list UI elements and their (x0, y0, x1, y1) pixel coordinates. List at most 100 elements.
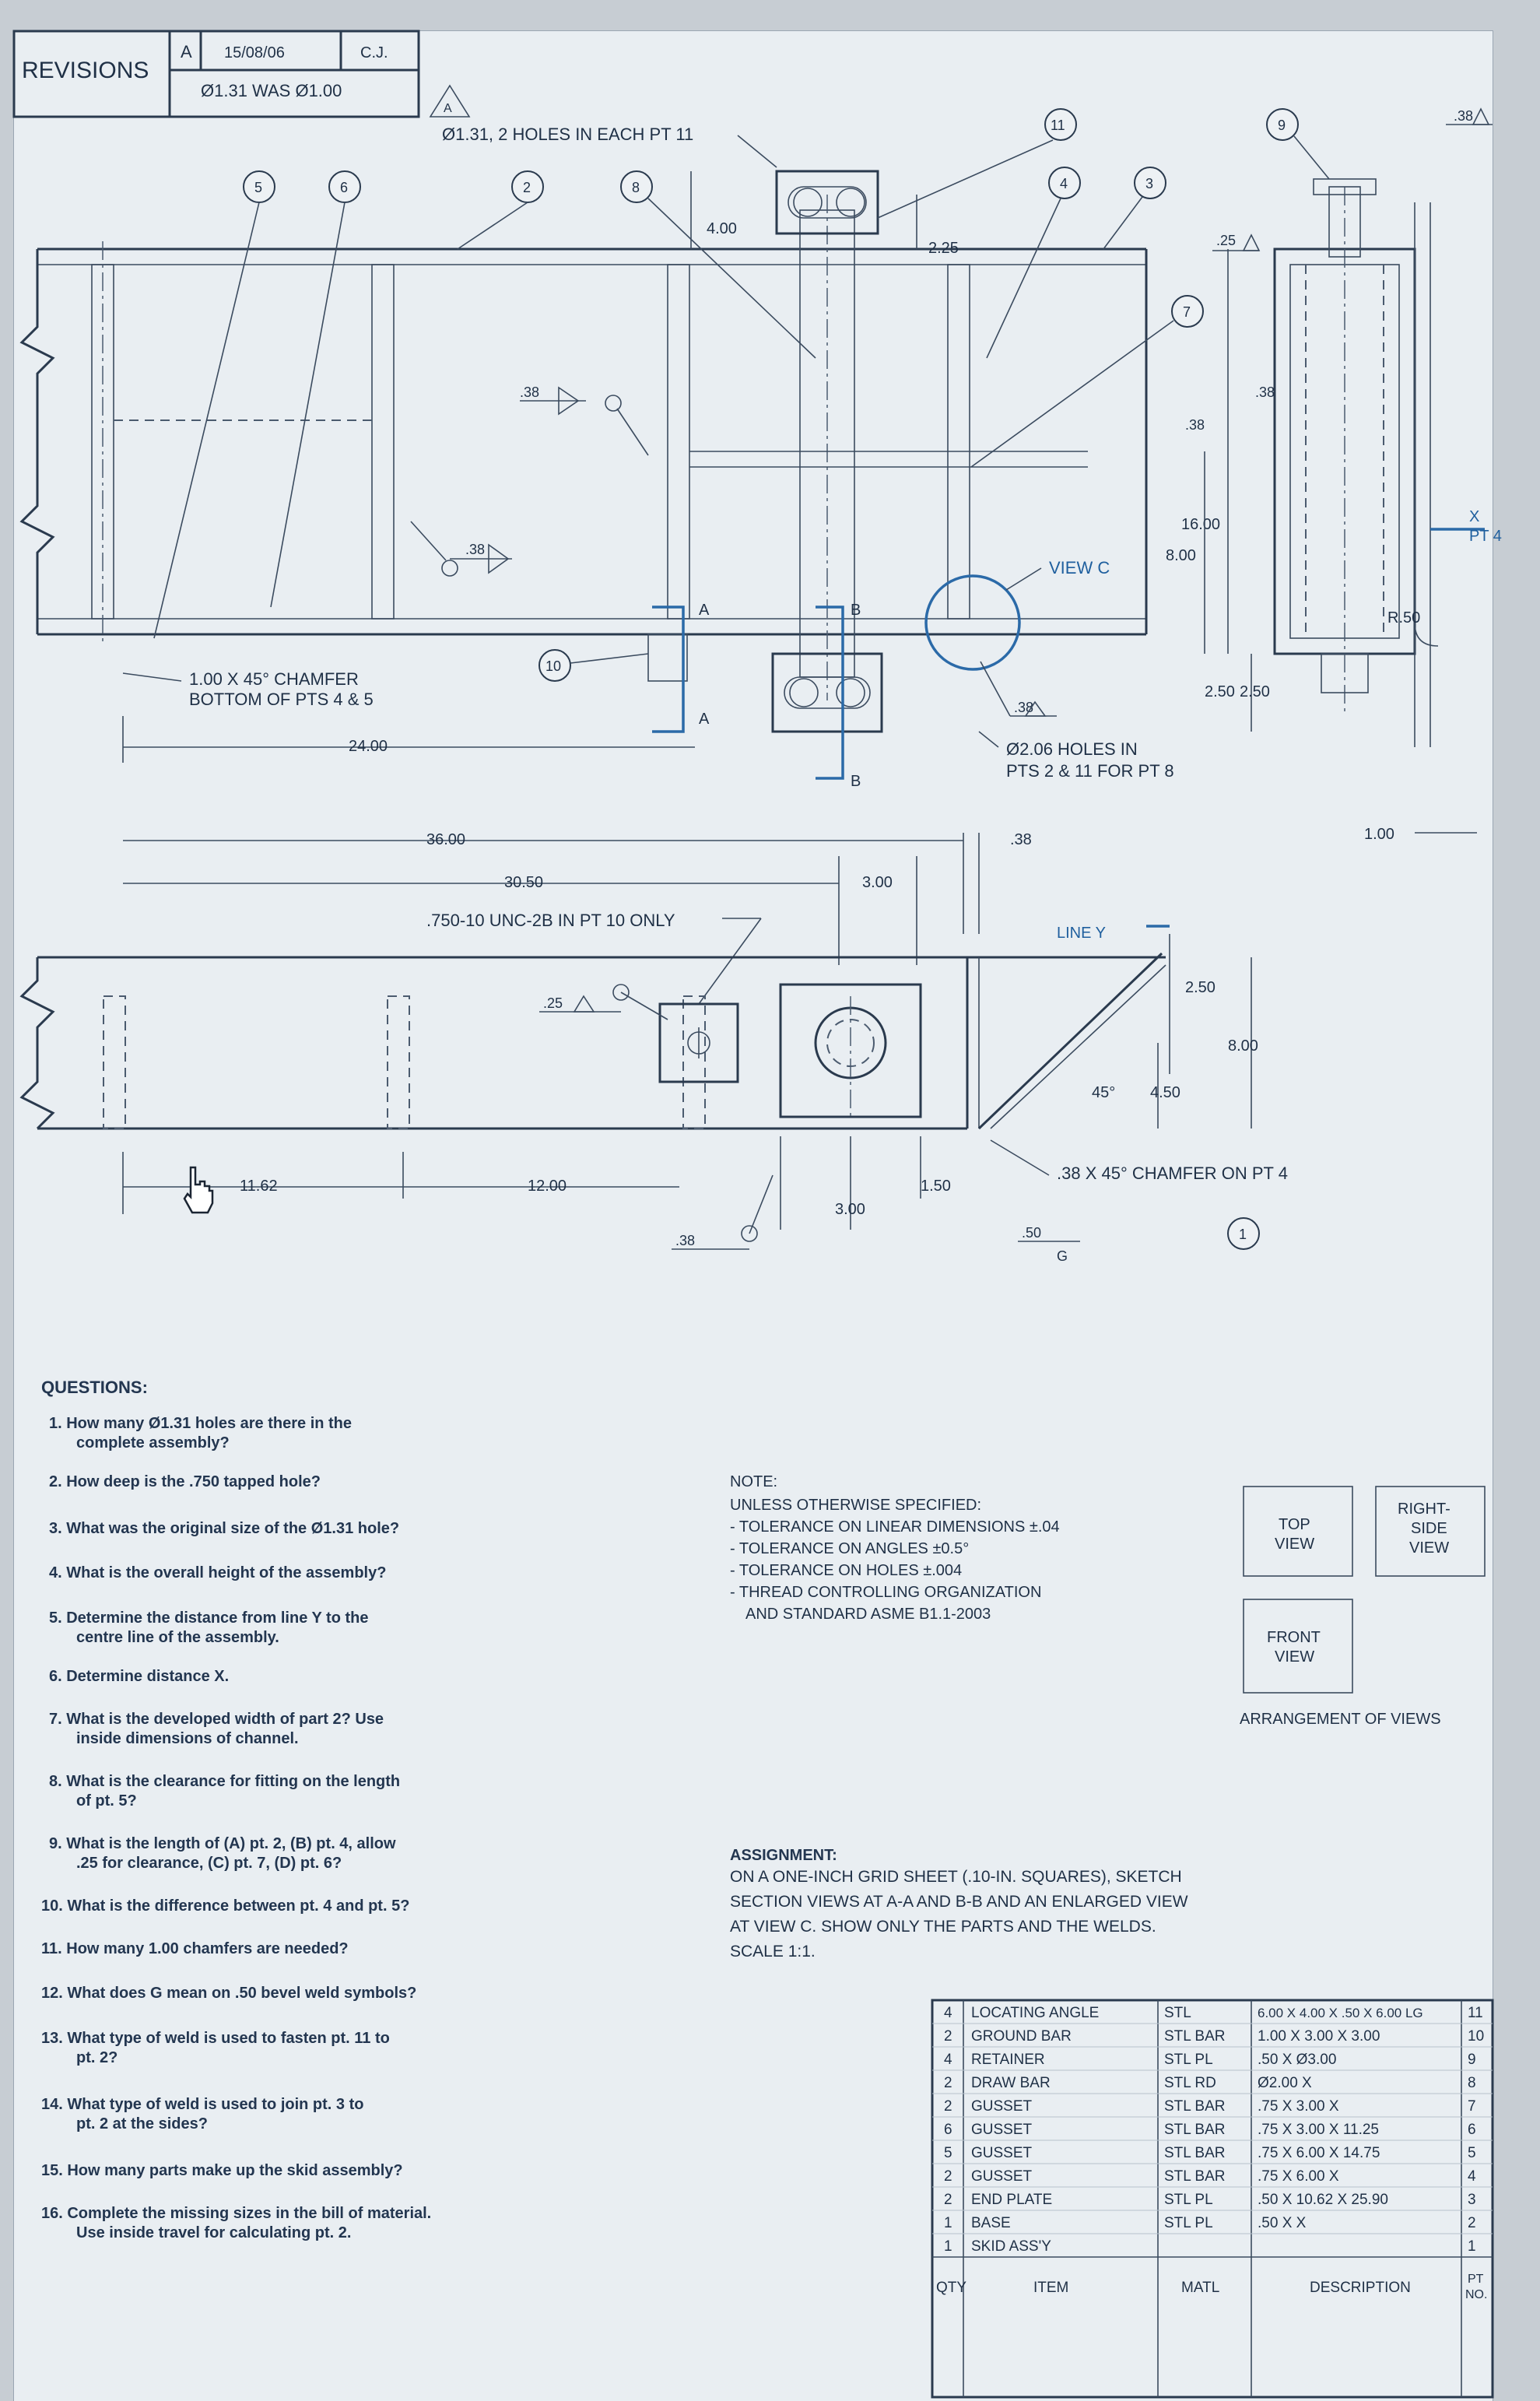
arr-top-2: VIEW (1275, 1536, 1314, 1553)
balloon-3: 3 (1103, 167, 1166, 250)
question-12: 12. What does G mean on .50 bevel weld s… (41, 1985, 416, 2002)
svg-text:.75 X 6.00 X 14.75: .75 X 6.00 X 14.75 (1258, 2145, 1380, 2161)
front-dim-8-00: 8.00 (1228, 1037, 1258, 1055)
svg-text:2: 2 (944, 2098, 952, 2115)
svg-text:16. Complete the missing sizes: 16. Complete the missing sizes in the bi… (41, 2205, 431, 2222)
assignment-block: ASSIGNMENT: ON A ONE-INCH GRID SHEET (.1… (730, 1847, 1188, 1960)
arr-front-2: VIEW (1275, 1648, 1314, 1666)
dim-4-00: 4.00 (707, 220, 737, 237)
svg-text:14. What type of weld is used: 14. What type of weld is used to join pt… (41, 2096, 363, 2113)
svg-text:10: 10 (545, 658, 561, 674)
front-weld-38: .38 (675, 1233, 695, 1248)
svg-text:DRAW BAR: DRAW BAR (971, 2075, 1051, 2091)
svg-text:5. Determine the distance from: 5. Determine the distance from line Y to… (49, 1609, 368, 1627)
question-8: 8. What is the clearance for fitting on … (49, 1773, 400, 1810)
svg-text:6: 6 (944, 2122, 952, 2138)
arrangement-caption: ARRANGEMENT OF VIEWS (1240, 1711, 1441, 1728)
svg-text:7: 7 (1468, 2098, 1476, 2115)
question-15: 15. How many parts make up the skid asse… (41, 2162, 403, 2179)
front-weld-25: .25 (543, 995, 563, 1011)
question-1: 1. How many Ø1.31 holes are there in the… (49, 1415, 352, 1451)
svg-text:1. How many Ø1.31 holes are th: 1. How many Ø1.31 holes are there in the (49, 1415, 352, 1432)
svg-text:pt. 2?: pt. 2? (76, 2049, 118, 2066)
front-dim-1-50: 1.50 (921, 1178, 951, 1195)
svg-text:GUSSET: GUSSET (971, 2122, 1033, 2138)
front-weld-g: G (1057, 1248, 1068, 1264)
holes-callout: Ø1.31, 2 HOLES IN EACH PT 11 (442, 125, 693, 144)
weld-symbols-top: .38 .38 .38 (410, 384, 1057, 717)
arr-right-1: RIGHT- (1398, 1501, 1451, 1518)
svg-text:8: 8 (632, 180, 640, 195)
svg-text:12. What does G mean on .50 be: 12. What does G mean on .50 bevel weld s… (41, 1985, 416, 2002)
revisions-title: REVISIONS (22, 58, 149, 83)
revision-date: 15/08/06 (224, 44, 285, 61)
revision-letter: A (181, 42, 192, 61)
svg-text:3: 3 (1145, 176, 1153, 191)
balloon-8: 8 (620, 170, 816, 359)
note-line-6: AND STANDARD ASME B1.1-2003 (745, 1606, 991, 1623)
svg-text:GUSSET: GUSSET (971, 2168, 1033, 2185)
balloon-10: 10 (538, 649, 649, 682)
balloon-7: 7 (970, 295, 1204, 468)
svg-text:10. What is the difference bet: 10. What is the difference between pt. 4… (41, 1897, 409, 1915)
svg-text:11: 11 (1468, 2005, 1483, 2021)
revision-triangle-icon (429, 84, 471, 118)
question-7: 7. What is the developed width of part 2… (49, 1711, 384, 1747)
svg-text:.75 X 6.00 X: .75 X 6.00 X (1258, 2168, 1339, 2185)
view-c-circle (924, 574, 1021, 671)
svg-text:3. What was the original size: 3. What was the original size of the Ø1.… (49, 1520, 399, 1537)
question-16: 16. Complete the missing sizes in the bi… (41, 2205, 431, 2241)
svg-text:.50 X X: .50 X X (1258, 2215, 1307, 2231)
question-14: 14. What type of weld is used to join pt… (41, 2096, 363, 2132)
arr-top-1: TOP (1279, 1516, 1310, 1533)
dim-2-25: 2.25 (928, 240, 959, 257)
svg-text:2: 2 (1468, 2215, 1476, 2231)
svg-text:3: 3 (1468, 2192, 1476, 2208)
svg-text:6: 6 (340, 180, 348, 195)
dim-2-50-top: 2.50 (1205, 683, 1235, 700)
svg-text:STL: STL (1164, 2005, 1191, 2021)
svg-text:11: 11 (1051, 118, 1065, 133)
section-a-bottom: A (699, 711, 710, 728)
question-13: 13. What type of weld is used to fasten … (41, 2030, 390, 2066)
svg-text:.75 X 3.00 X: .75 X 3.00 X (1258, 2098, 1339, 2115)
svg-text:2: 2 (944, 2028, 952, 2045)
right-dim-8-00: 8.00 (1166, 547, 1196, 564)
svg-text:STL BAR: STL BAR (1164, 2145, 1226, 2161)
front-dim-12-00: 12.00 (528, 1178, 567, 1195)
svg-text:centre line of the assembly.: centre line of the assembly. (76, 1629, 279, 1646)
holes-note-line2: PTS 2 & 11 FOR PT 8 (1006, 761, 1174, 781)
drawing-sheet: REVISIONS A 15/08/06 C.J. Ø1.31 WAS Ø1.0… (12, 30, 1502, 2401)
balloon-6: 6 (270, 170, 361, 608)
weld-38-a: .38 (520, 384, 539, 400)
bom-header: QTY ITEM MATL DESCRIPTION PT NO. (936, 2273, 1487, 2301)
note-line-5: - THREAD CONTROLLING ORGANIZATION (730, 1584, 1041, 1601)
question-11: 11. How many 1.00 chamfers are needed? (41, 1940, 349, 1957)
svg-text:.50 X Ø3.00: .50 X Ø3.00 (1258, 2052, 1336, 2068)
svg-text:4: 4 (944, 2005, 952, 2021)
revision-by: C.J. (360, 44, 388, 61)
section-b-top: B (851, 602, 861, 619)
svg-text:STL PL: STL PL (1164, 2192, 1213, 2208)
right-dim-2-50: 2.50 (1240, 683, 1270, 700)
assignment-line-1: ON A ONE-INCH GRID SHEET (.10-IN. SQUARE… (730, 1868, 1182, 1886)
svg-text:Use inside travel for calculat: Use inside travel for calculating pt. 2. (76, 2224, 351, 2241)
radius-label: R.50 (1387, 609, 1420, 627)
svg-text:7. What is the developed width: 7. What is the developed width of part 2… (49, 1711, 384, 1728)
question-5: 5. Determine the distance from line Y to… (49, 1609, 368, 1646)
assignment-line-2: SECTION VIEWS AT A-A AND B-B AND AN ENLA… (730, 1893, 1188, 1911)
svg-text:pt. 2 at the sides?: pt. 2 at the sides? (76, 2115, 208, 2132)
note-line-1: UNLESS OTHERWISE SPECIFIED: (730, 1497, 981, 1514)
svg-text:STL PL: STL PL (1164, 2052, 1213, 2068)
svg-text:11. How many 1.00 chamfers are: 11. How many 1.00 chamfers are needed? (41, 1940, 349, 1957)
svg-text:.75 X 3.00 X 11.25: .75 X 3.00 X 11.25 (1258, 2122, 1379, 2138)
svg-text:1: 1 (1239, 1227, 1247, 1242)
svg-text:6: 6 (1468, 2122, 1476, 2138)
note-line-4: - TOLERANCE ON HOLES ±.004 (730, 1562, 962, 1579)
svg-text:6.00 X 4.00 X .50 X 6.00 LG: 6.00 X 4.00 X .50 X 6.00 LG (1258, 2006, 1423, 2020)
arrangement-of-views: TOP VIEW RIGHT- SIDE VIEW FRONT VIEW ARR… (1240, 1486, 1486, 1728)
